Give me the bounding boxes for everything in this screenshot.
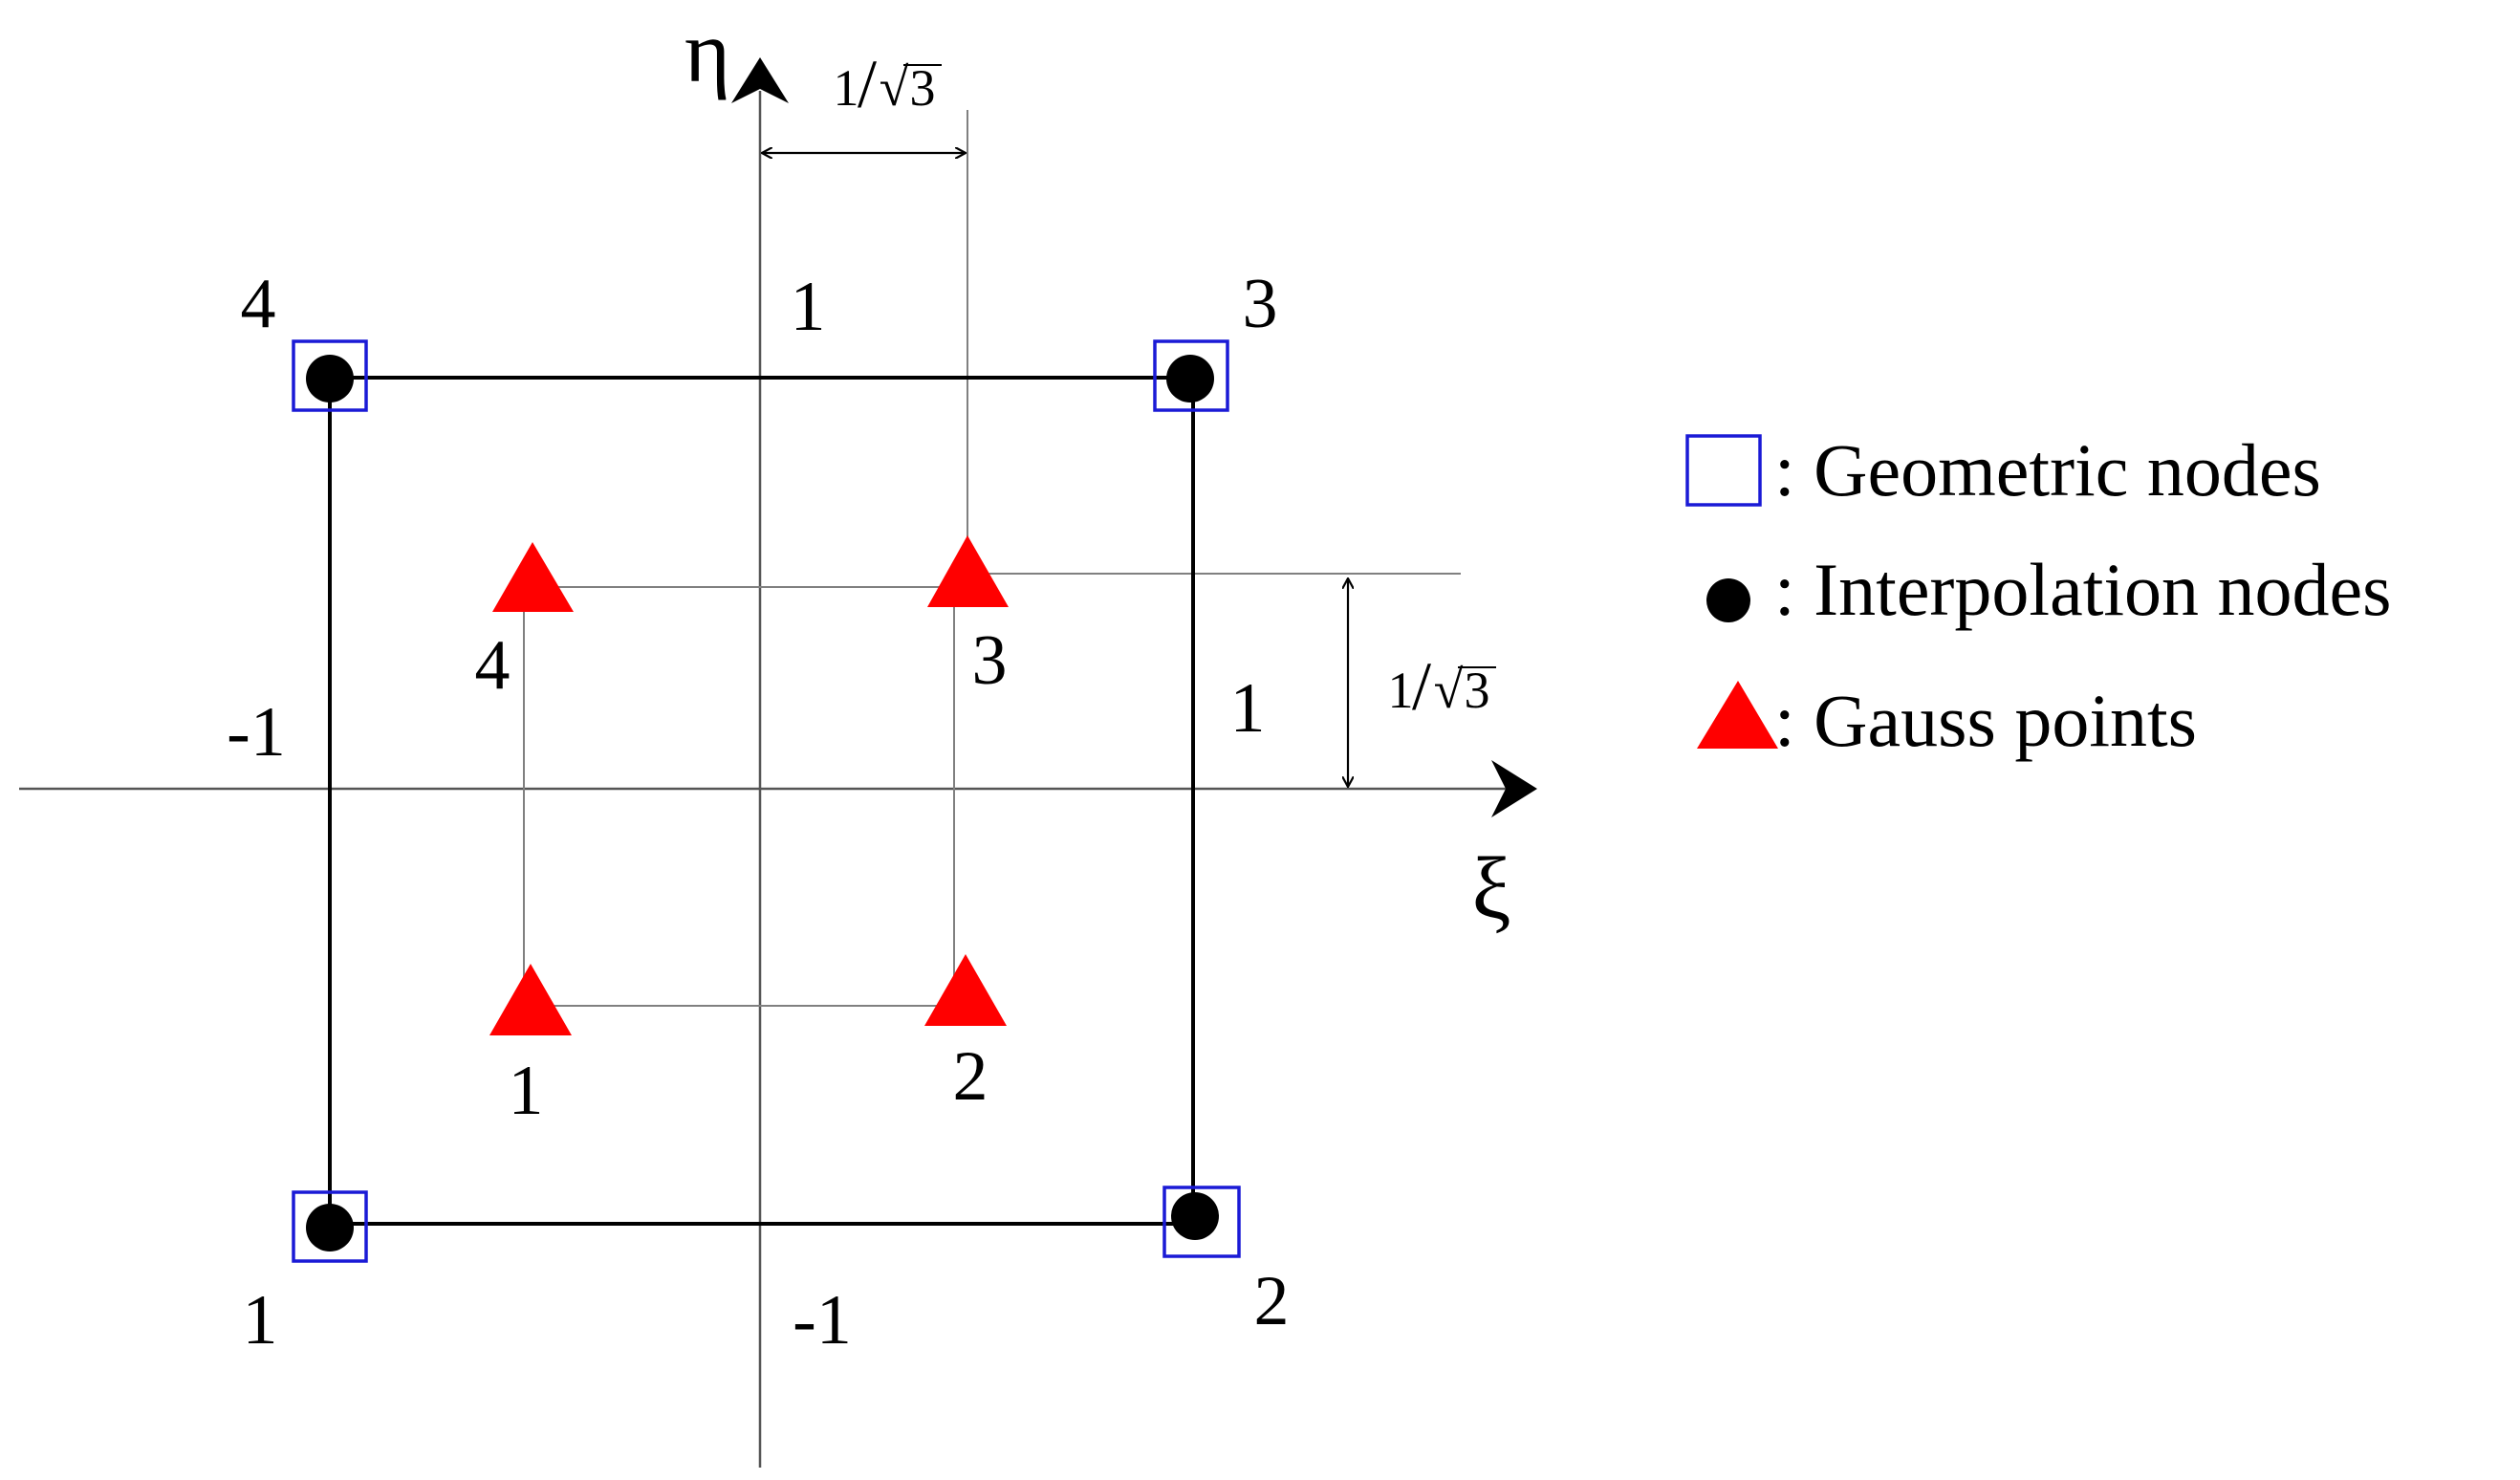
eta-axis-arrowhead (731, 57, 789, 103)
xi-axis-label: ξ (1471, 839, 1510, 937)
gauss-label-2: 2 (953, 1037, 988, 1116)
h-dim-radical: √ (880, 58, 909, 118)
gauss-point-1 (489, 964, 572, 1035)
dot-icon (1706, 578, 1750, 622)
geometric-node-2 (1162, 1186, 1241, 1258)
gauss-label-3: 3 (972, 621, 1008, 700)
legend-label-gauss-points: : Gauss points (1774, 679, 2197, 762)
element-edges (328, 376, 1195, 1226)
edge-label-bottom: -1 (793, 1281, 852, 1360)
triangle-icon (1697, 681, 1778, 749)
eta-axis-label: η (684, 3, 730, 100)
v-dim-radicand: 3 (1465, 662, 1490, 719)
gauss-point-4 (492, 542, 574, 612)
gauss-points-square (523, 586, 955, 1007)
gauss-point-3 (927, 535, 1009, 607)
edge-label-right: 1 (1230, 669, 1266, 748)
node-label-4: 4 (241, 265, 276, 343)
legend-item-geometric-nodes: : Geometric nodes (1685, 428, 2321, 511)
gauss-guide-lines (523, 110, 1461, 1007)
vertical-dimension-label: 1 / √ 3 (1388, 648, 1496, 725)
legend-label-geometric-nodes: : Geometric nodes (1774, 428, 2321, 511)
interpolation-node-1 (306, 1204, 354, 1251)
node-label-1: 1 (243, 1281, 278, 1360)
xi-axis (19, 760, 1537, 817)
geometric-nodes (292, 339, 1241, 1263)
h-dim-radicand: 3 (910, 59, 936, 117)
edge-label-top: 1 (791, 268, 826, 346)
legend: : Geometric nodes : Interpolation nodes … (1685, 428, 2392, 762)
gauss-point-2 (924, 954, 1007, 1026)
legend-item-interpolation-nodes: : Interpolation nodes (1706, 548, 2392, 631)
h-dim-slash: / (858, 46, 877, 122)
geometric-node-4 (292, 339, 368, 412)
interpolation-nodes (306, 355, 1219, 1251)
v-dim-slash: / (1412, 648, 1431, 725)
interpolation-node-2 (1171, 1192, 1219, 1240)
interpolation-node-3 (1166, 355, 1214, 403)
h-dim-numerator: 1 (834, 59, 859, 117)
eta-axis (731, 57, 789, 1468)
square-icon (1685, 434, 1762, 507)
v-dim-numerator: 1 (1388, 662, 1414, 719)
xi-axis-arrowhead (1491, 760, 1537, 817)
geometric-node-1 (292, 1190, 368, 1263)
gauss-points (489, 535, 1009, 1035)
gauss-label-4: 4 (475, 626, 511, 705)
edge-label-left: -1 (227, 693, 286, 772)
interpolation-node-4 (306, 355, 354, 403)
node-label-3: 3 (1243, 265, 1278, 343)
legend-item-gauss-points: : Gauss points (1697, 679, 2197, 762)
v-dim-radical: √ (1434, 661, 1464, 720)
gauss-label-1: 1 (509, 1052, 544, 1130)
horizontal-dimension-label: 1 / √ 3 (834, 46, 942, 122)
legend-label-interpolation-nodes: : Interpolation nodes (1774, 548, 2392, 631)
geometric-node-3 (1153, 339, 1229, 412)
node-label-2: 2 (1254, 1262, 1290, 1340)
